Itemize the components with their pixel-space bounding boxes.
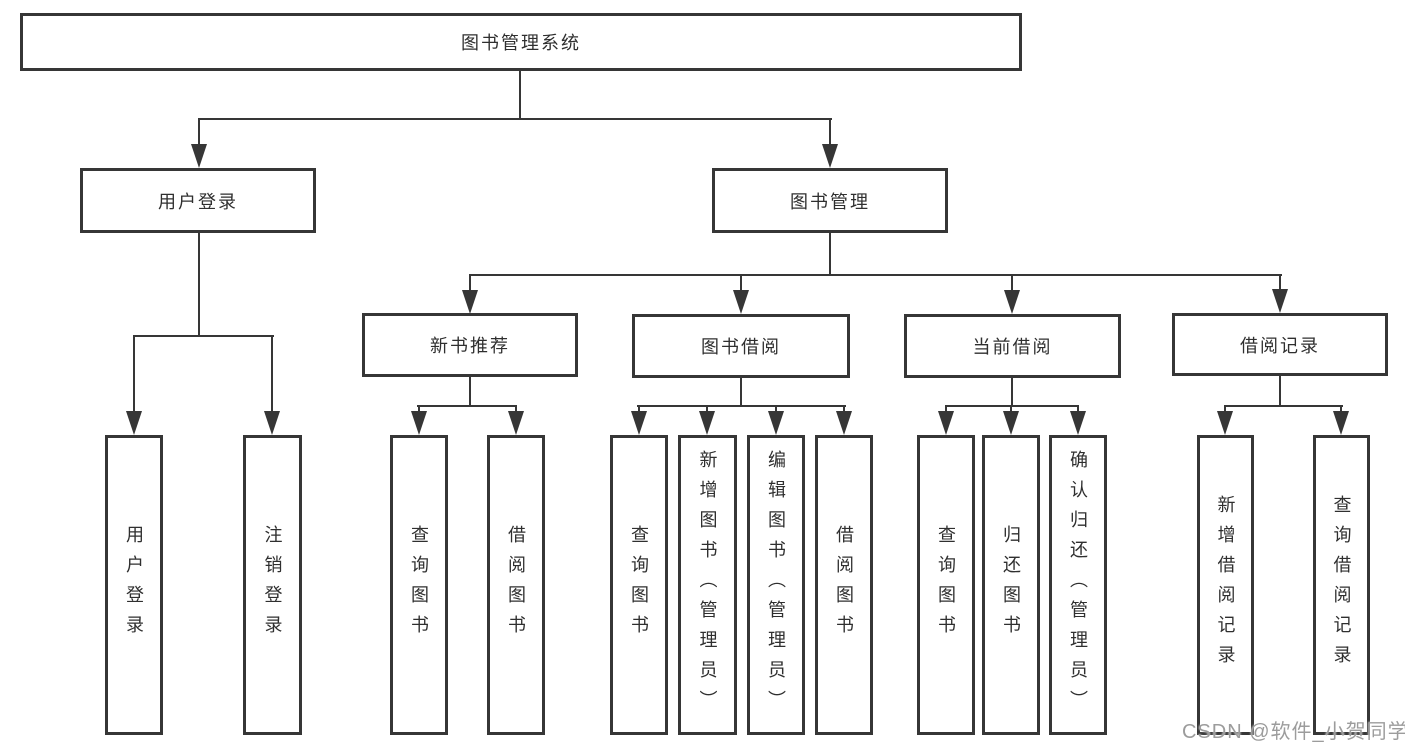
connector-currentborrow-rail — [945, 405, 1079, 407]
node-new-book: 新书推荐 — [362, 313, 578, 377]
arrow-down-icon — [1333, 411, 1349, 435]
arrow-down-icon — [264, 411, 280, 435]
connector-root-drop-left — [198, 118, 200, 148]
leaf-user-login-label: 用户登录 — [124, 525, 144, 645]
connector-userlogin-rail — [133, 335, 274, 337]
arrow-down-icon — [1004, 290, 1020, 314]
leaf-borrow-borrow: 借阅图书 — [815, 435, 873, 735]
arrow-down-icon — [699, 411, 715, 435]
leaf-current-confirm-label: 确认归还（管理员） — [1068, 450, 1088, 720]
arrow-down-icon — [462, 290, 478, 314]
leaf-record-query-label: 查询借阅记录 — [1331, 495, 1352, 675]
arrow-down-icon — [733, 290, 749, 314]
arrow-down-icon — [508, 411, 524, 435]
watermark-text: CSDN @软件_小贺同学 — [1182, 721, 1405, 743]
arrow-down-icon — [768, 411, 784, 435]
arrow-down-icon — [822, 144, 838, 168]
leaf-newbook-query-label: 查询图书 — [409, 525, 429, 645]
connector-currentborrow-drop2 — [1010, 405, 1012, 415]
connector-bookmgmt-drop1 — [469, 274, 471, 292]
leaf-logout: 注销登录 — [243, 435, 302, 735]
connector-currentborrow-drop3 — [1077, 405, 1079, 415]
leaf-borrow-query-label: 查询图书 — [629, 525, 649, 645]
leaf-borrow-query: 查询图书 — [610, 435, 668, 735]
leaf-current-confirm: 确认归还（管理员） — [1049, 435, 1107, 735]
leaf-record-add-label: 新增借阅记录 — [1215, 495, 1236, 675]
connector-borrowrecord-stem — [1279, 375, 1281, 407]
node-book-mgmt-label: 图书管理 — [790, 191, 870, 212]
leaf-user-login: 用户登录 — [105, 435, 163, 735]
connector-newbook-rail — [417, 405, 517, 407]
leaf-current-query: 查询图书 — [917, 435, 975, 735]
leaf-current-query-label: 查询图书 — [936, 525, 956, 645]
arrow-down-icon — [411, 411, 427, 435]
connector-bookborrow-rail — [637, 405, 846, 407]
leaf-newbook-query: 查询图书 — [390, 435, 448, 735]
node-root-label: 图书管理系统 — [461, 33, 581, 53]
connector-bookborrow-stem — [740, 378, 742, 407]
leaf-borrow-borrow-label: 借阅图书 — [834, 525, 854, 645]
leaf-borrow-edit: 编辑图书（管理员） — [747, 435, 805, 735]
connector-bookmgmt-stem — [829, 233, 831, 276]
connector-bookborrow-drop3 — [775, 405, 777, 415]
connector-currentborrow-drop1 — [945, 405, 947, 415]
connector-bookborrow-drop1 — [638, 405, 640, 415]
node-borrow-record-label: 借阅记录 — [1240, 335, 1320, 356]
leaf-record-add: 新增借阅记录 — [1197, 435, 1254, 735]
connector-currentborrow-stem — [1011, 378, 1013, 407]
connector-root-drop-right — [829, 118, 831, 148]
node-current-borrow: 当前借阅 — [904, 314, 1121, 378]
connector-userlogin-drop2 — [271, 335, 273, 413]
leaf-logout-label: 注销登录 — [262, 525, 283, 645]
leaf-newbook-borrow: 借阅图书 — [487, 435, 545, 735]
connector-userlogin-drop1 — [133, 335, 135, 413]
node-current-borrow-label: 当前借阅 — [972, 337, 1053, 357]
node-new-book-label: 新书推荐 — [430, 336, 510, 356]
arrow-down-icon — [836, 411, 852, 435]
arrow-down-icon — [938, 411, 954, 435]
connector-root-rail — [198, 118, 832, 120]
leaf-current-return: 归还图书 — [982, 435, 1040, 735]
connector-bookmgmt-rail — [469, 274, 1282, 276]
arrow-down-icon — [1070, 411, 1086, 435]
connector-bookborrow-drop2 — [706, 405, 708, 415]
arrow-down-icon — [1217, 411, 1233, 435]
arrow-down-icon — [1003, 411, 1019, 435]
connector-bookmgmt-drop2 — [740, 274, 742, 292]
leaf-borrow-add: 新增图书（管理员） — [678, 435, 737, 735]
node-book-mgmt: 图书管理 — [712, 168, 948, 233]
connector-bookborrow-drop4 — [843, 405, 845, 415]
leaf-newbook-borrow-label: 借阅图书 — [506, 525, 526, 645]
leaf-record-query: 查询借阅记录 — [1313, 435, 1370, 735]
connector-root-stem — [519, 71, 521, 119]
connector-borrowrecord-drop2 — [1340, 405, 1342, 415]
connector-borrowrecord-drop1 — [1224, 405, 1226, 415]
node-root: 图书管理系统 — [20, 13, 1022, 71]
connector-bookmgmt-drop3 — [1011, 274, 1013, 292]
connector-newbook-stem — [469, 377, 471, 407]
leaf-current-return-label: 归还图书 — [1001, 525, 1021, 645]
node-borrow-record: 借阅记录 — [1172, 313, 1388, 376]
arrow-down-icon — [631, 411, 647, 435]
node-book-borrow-label: 图书借阅 — [701, 337, 781, 357]
leaf-borrow-edit-label: 编辑图书（管理员） — [766, 450, 786, 720]
arrow-down-icon — [126, 411, 142, 435]
connector-userlogin-stem — [198, 233, 200, 337]
connector-bookmgmt-drop4 — [1279, 274, 1281, 292]
connector-newbook-drop1 — [418, 405, 420, 415]
connector-borrowrecord-rail — [1224, 405, 1343, 407]
arrow-down-icon — [191, 144, 207, 168]
node-user-login: 用户登录 — [80, 168, 316, 233]
arrow-down-icon — [1272, 289, 1288, 313]
node-book-borrow: 图书借阅 — [632, 314, 850, 378]
leaf-borrow-add-label: 新增图书（管理员） — [697, 450, 718, 720]
connector-newbook-drop2 — [515, 405, 517, 415]
node-user-login-label: 用户登录 — [158, 191, 238, 212]
